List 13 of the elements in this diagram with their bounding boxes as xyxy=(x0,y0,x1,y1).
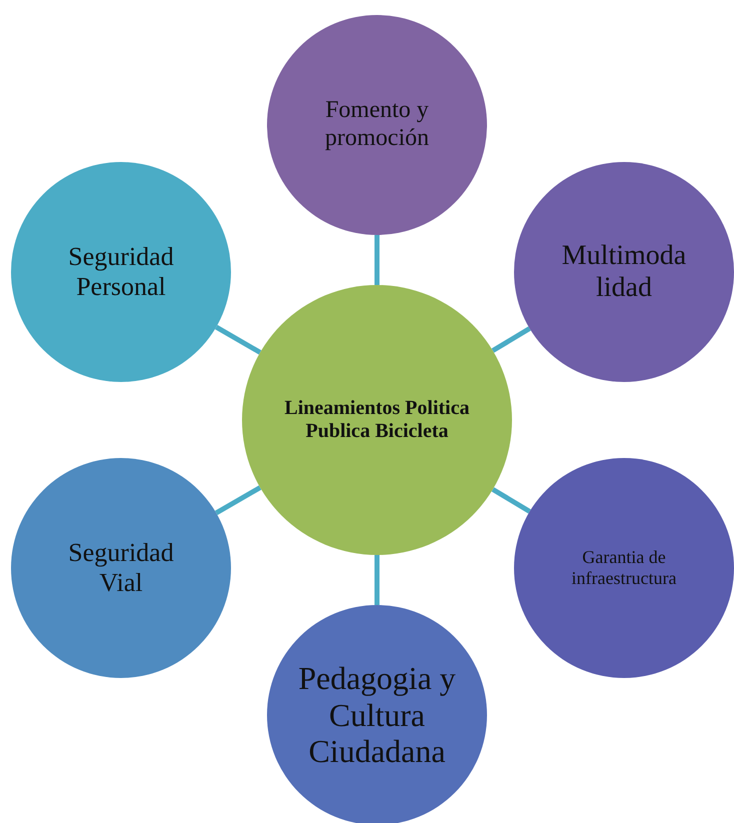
connector-line xyxy=(214,485,262,516)
topic-label: Garantia de infraestructura xyxy=(570,547,678,589)
topic-label: Pedagogia y Cultura Ciudadana xyxy=(297,660,457,770)
topic-label: Fomento y promoción xyxy=(324,97,430,153)
connector-line xyxy=(492,487,531,514)
connector-line xyxy=(374,235,380,285)
connector-line xyxy=(374,555,380,605)
topic-label: Lineamientos Politica Publica Bicicleta xyxy=(284,397,470,443)
topic-label: Seguridad Vial xyxy=(67,538,175,598)
connector-line xyxy=(214,324,262,355)
topic-label: Multimoda lidad xyxy=(560,240,688,304)
connector-line xyxy=(492,326,531,353)
topic-label: Seguridad Personal xyxy=(67,242,175,302)
